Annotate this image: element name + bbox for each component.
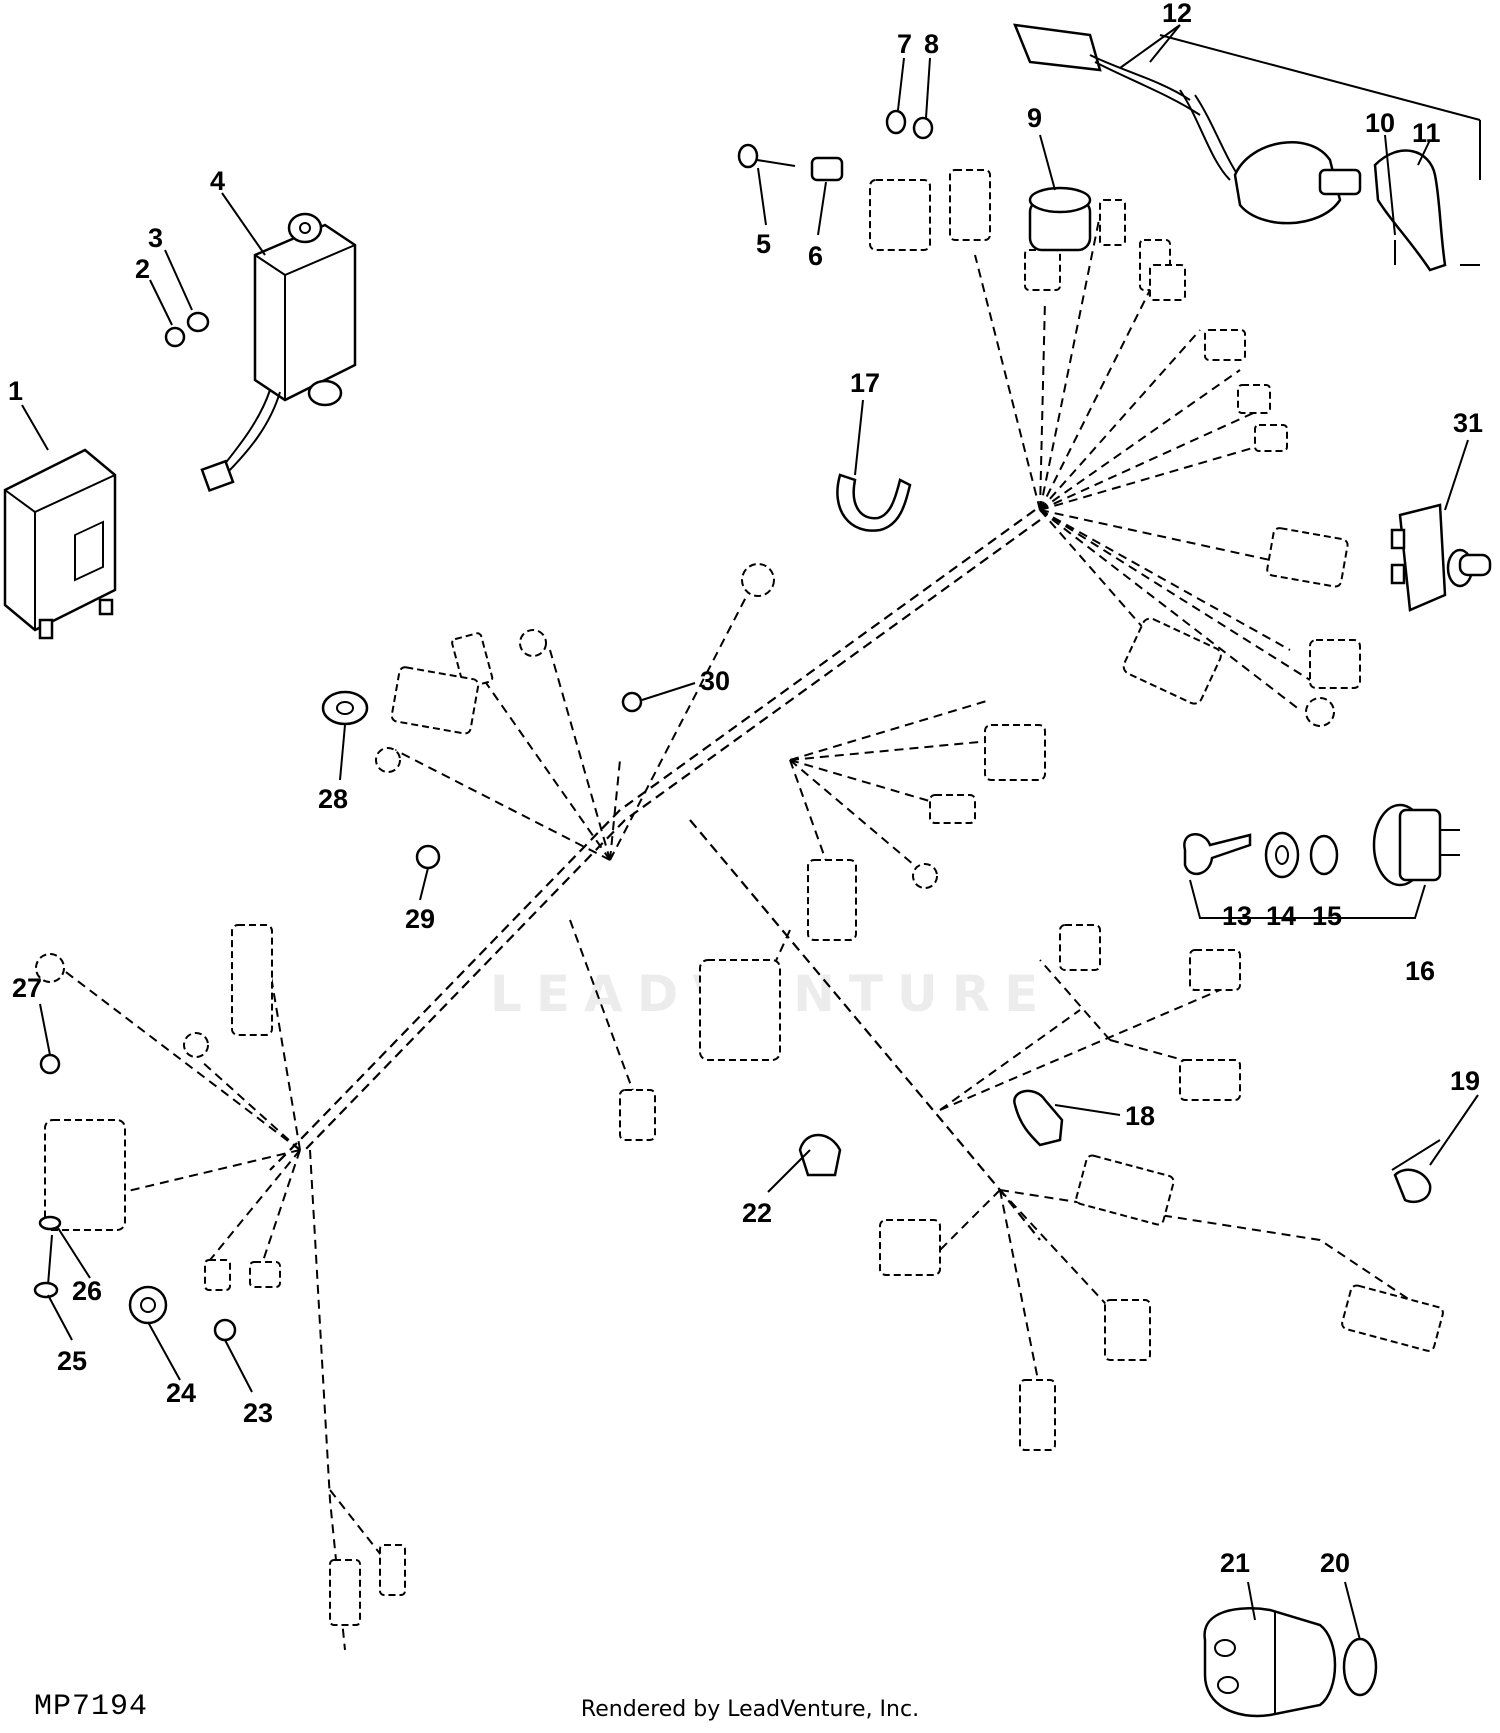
part-16-key-switch bbox=[1372, 803, 1460, 887]
callout-8: 8 bbox=[924, 29, 939, 59]
callout-20: 20 bbox=[1320, 1548, 1350, 1578]
callout-4: 4 bbox=[210, 166, 225, 196]
callout-9: 9 bbox=[1027, 103, 1042, 133]
callout-7: 7 bbox=[897, 29, 912, 59]
callout-13: 13 bbox=[1222, 901, 1252, 931]
callout-24: 24 bbox=[166, 1378, 196, 1408]
part-25-bolt bbox=[33, 1234, 59, 1299]
part-9-buzzer bbox=[1028, 186, 1092, 252]
part-19-tab bbox=[1391, 1139, 1441, 1171]
callout-25: 25 bbox=[57, 1346, 87, 1376]
part-16-bracket-line bbox=[1189, 879, 1426, 919]
callout-31: 31 bbox=[1453, 408, 1483, 438]
callout-28: 28 bbox=[318, 784, 348, 814]
part-29-terminal bbox=[415, 844, 441, 870]
callout-14: 14 bbox=[1266, 901, 1296, 931]
part-26-washer bbox=[38, 1215, 62, 1231]
callout-11: 11 bbox=[1412, 118, 1441, 148]
callout-5: 5 bbox=[756, 229, 771, 259]
callout-12: 12 bbox=[1162, 0, 1192, 28]
callout-27: 27 bbox=[12, 973, 42, 1003]
part-3-washer bbox=[186, 311, 210, 333]
callout-30: 30 bbox=[700, 666, 730, 696]
callout-18: 18 bbox=[1125, 1101, 1155, 1131]
callout-21: 21 bbox=[1220, 1548, 1250, 1578]
part-6-spacer bbox=[810, 156, 844, 182]
part-2-nut bbox=[164, 326, 186, 348]
drawing-number: MP7194 bbox=[34, 1690, 149, 1724]
callout-1: 1 bbox=[8, 376, 23, 406]
part-30-nut bbox=[621, 691, 643, 713]
callout-19: 19 bbox=[1450, 1066, 1480, 1096]
part-21-sensor bbox=[1203, 1607, 1337, 1718]
callout-15: 15 bbox=[1312, 901, 1342, 931]
leader-lines bbox=[21, 24, 1479, 1641]
part-13-key bbox=[1183, 833, 1252, 876]
part-19-clip bbox=[1393, 1168, 1432, 1204]
callout-17: 17 bbox=[850, 368, 880, 398]
part-7-washer bbox=[885, 109, 907, 135]
part-28-grommet bbox=[321, 690, 369, 726]
part-24-nut bbox=[128, 1285, 168, 1325]
part-18-clamp bbox=[1013, 1089, 1064, 1147]
main-harness bbox=[49, 214, 1441, 1651]
callout-10: 10 bbox=[1365, 108, 1395, 138]
part-4-relay bbox=[200, 212, 357, 493]
part-17-clamp bbox=[836, 473, 912, 532]
part-8-nut bbox=[912, 116, 934, 140]
callout-labels: 1 2 3 4 5 6 7 8 9 10 11 12 13 14 15 16 1… bbox=[8, 0, 1483, 1578]
part-14-nut bbox=[1264, 831, 1300, 879]
callout-26: 26 bbox=[72, 1276, 102, 1306]
callout-23: 23 bbox=[243, 1398, 273, 1428]
part-23-lockwasher bbox=[213, 1318, 237, 1342]
part-1-module bbox=[3, 448, 117, 640]
callout-2: 2 bbox=[135, 254, 150, 284]
callout-16: 16 bbox=[1405, 956, 1435, 986]
part-15-washer bbox=[1309, 834, 1339, 876]
part-20-o-ring bbox=[1342, 1637, 1378, 1697]
callout-22: 22 bbox=[742, 1198, 772, 1228]
render-credit: Rendered by LeadVenture, Inc. bbox=[580, 1697, 920, 1722]
callout-29: 29 bbox=[405, 904, 435, 934]
callout-3: 3 bbox=[148, 223, 163, 253]
part-12-ignition-switch bbox=[1013, 23, 1481, 266]
callout-6: 6 bbox=[808, 241, 823, 271]
part-5-bolt bbox=[737, 143, 796, 169]
harness-connectors bbox=[35, 169, 1444, 1626]
part-11-knob bbox=[1373, 149, 1447, 272]
part-27-nut bbox=[39, 1053, 61, 1075]
part-31-toggle-switch bbox=[1390, 503, 1492, 612]
part-22-clamp bbox=[798, 1133, 842, 1177]
